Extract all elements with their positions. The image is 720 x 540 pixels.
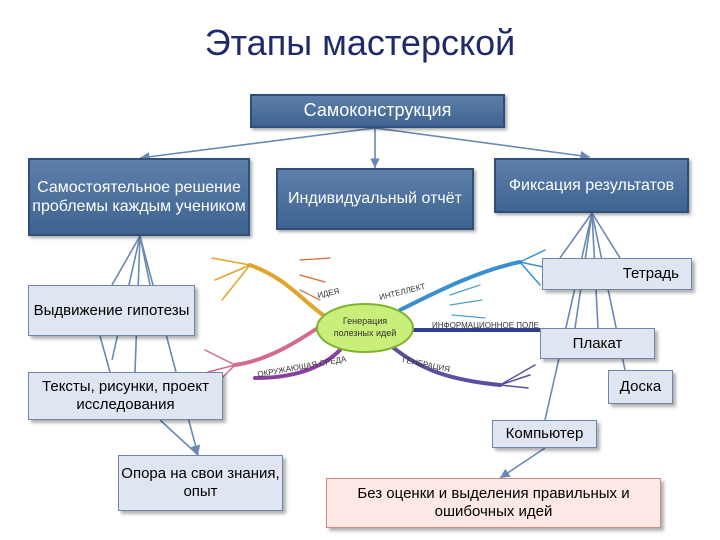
line-left-6 [99, 335, 111, 373]
line-right-note [499, 447, 546, 479]
mm-center-node [316, 303, 414, 353]
node-results-fixation-label: Фиксация результатов [508, 176, 675, 194]
line-left-1 [111, 235, 141, 286]
node-poster-label: Плакат [572, 334, 623, 352]
page-title: Этапы мастерской [204, 22, 516, 63]
node-texts-drawings-label: Тексты, рисунки, проект исследования [42, 378, 209, 413]
mm-center-line2: полезных идей [334, 328, 397, 338]
node-poster: Плакат [540, 328, 655, 359]
mm-label-info: ИНФОРМАЦИОННОЕ ПОЛЕ [432, 321, 539, 330]
arrow-to-right [374, 127, 591, 161]
node-no-evaluation-note-label: Без оценки и выделения правильных и ошиб… [357, 485, 630, 520]
node-self-construction-label: Самоконструкция [303, 100, 452, 121]
node-board: Доска [608, 370, 673, 404]
mm-label-env: ОКРУЖАЮЩАЯ СРЕДА [257, 354, 348, 379]
node-hypothesis: Выдвижение гипотезы [28, 285, 195, 336]
node-no-evaluation-note: Без оценки и выделения правильных и ошиб… [326, 478, 661, 528]
node-own-knowledge: Опора на свои знания, опыт [118, 455, 283, 511]
node-own-knowledge-label: Опора на свои знания, опыт [121, 465, 280, 500]
node-computer: Компьютер [492, 420, 597, 448]
node-independent-solving-label: Самостоятельное решение проблемы каждым … [32, 178, 246, 215]
node-notebook-label: Тетрадь [622, 265, 679, 282]
mm-branch-intellect [398, 260, 522, 312]
node-texts-drawings: Тексты, рисунки, проект исследования [28, 372, 223, 420]
node-board-label: Доска [619, 378, 662, 395]
node-individual-report-label: Индивидуальный отчёт [288, 190, 462, 208]
line-right-1 [559, 212, 593, 259]
line-left-7 [159, 419, 199, 456]
mm-branch-generation [388, 343, 502, 387]
mm-branch-env [253, 348, 342, 380]
line-right-5 [544, 212, 593, 421]
node-individual-report: Индивидуальный отчёт [276, 168, 474, 230]
node-independent-solving: Самостоятельное решение проблемы каждым … [28, 158, 250, 236]
line-right-6 [591, 212, 621, 259]
arrow-to-left [139, 127, 376, 162]
node-notebook: Тетрадь [542, 258, 692, 290]
node-hypothesis-label: Выдвижение гипотезы [33, 301, 190, 319]
node-self-construction: Самоконструкция [250, 94, 505, 128]
mm-label-generation: ГЕНЕРАЦИЯ [402, 355, 451, 374]
mm-branch-left-low [233, 318, 332, 367]
mm-label-idea: ИДЕЯ [317, 286, 341, 299]
node-computer-label: Компьютер [505, 425, 584, 442]
mm-branch-idea [248, 263, 332, 322]
mm-center-line1: Генерация [343, 316, 387, 326]
node-results-fixation: Фиксация результатов [494, 158, 689, 213]
